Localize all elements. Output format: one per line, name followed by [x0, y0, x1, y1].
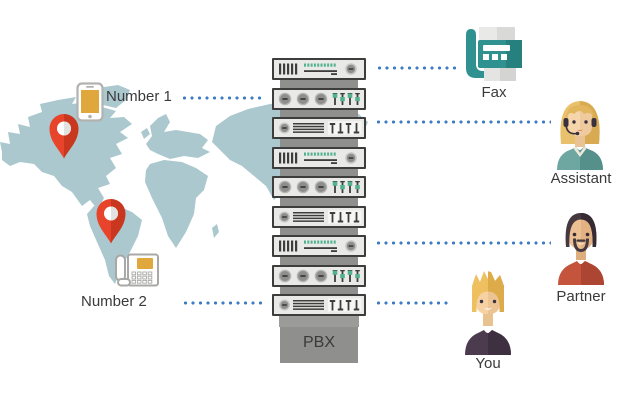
partner-label: Partner: [556, 288, 606, 305]
rack-unit-vents-leds: [272, 58, 366, 80]
assistant-label: Assistant: [550, 170, 612, 187]
rack-unit-eq-sliders: [272, 117, 366, 139]
rack-unit-eq-sliders: [272, 294, 366, 316]
pbx-label: PBX: [302, 334, 335, 351]
connection-line-pbx-partner: [375, 241, 551, 245]
connection-line-pbx-fax: [376, 66, 458, 70]
connection-line-number2-pbx: [182, 301, 264, 305]
rack-unit-vents-leds: [272, 235, 366, 257]
connection-line-pbx-you: [375, 301, 451, 305]
rack-unit-vents-leds: [272, 146, 366, 169]
desk-phone-icon: [115, 253, 159, 287]
pbx-server-rack: PBX: [272, 58, 366, 363]
rack-unit-eq-sliders: [272, 205, 366, 228]
rack-unit-knobs-sliders: [272, 176, 366, 198]
number1-label: Number 1: [106, 88, 172, 105]
map-pin-south-america: [96, 199, 126, 244]
smartphone-icon: [76, 82, 104, 122]
fax-label: Fax: [481, 84, 507, 101]
rack-unit-knobs-sliders: [272, 264, 366, 287]
connection-line-number1-pbx: [181, 96, 265, 100]
rack-unit-knobs-sliders: [272, 87, 366, 110]
woman-headset-avatar: [557, 101, 603, 170]
number2-label: Number 2: [81, 293, 147, 310]
you-label: You: [475, 355, 501, 372]
map-pin-north-america: [49, 114, 79, 159]
bearded-man-avatar: [558, 213, 604, 285]
rack-base: [279, 316, 359, 327]
connection-line-pbx-assistant: [375, 120, 551, 124]
blond-man-avatar: [465, 271, 511, 355]
fax-machine-icon: [466, 27, 522, 81]
